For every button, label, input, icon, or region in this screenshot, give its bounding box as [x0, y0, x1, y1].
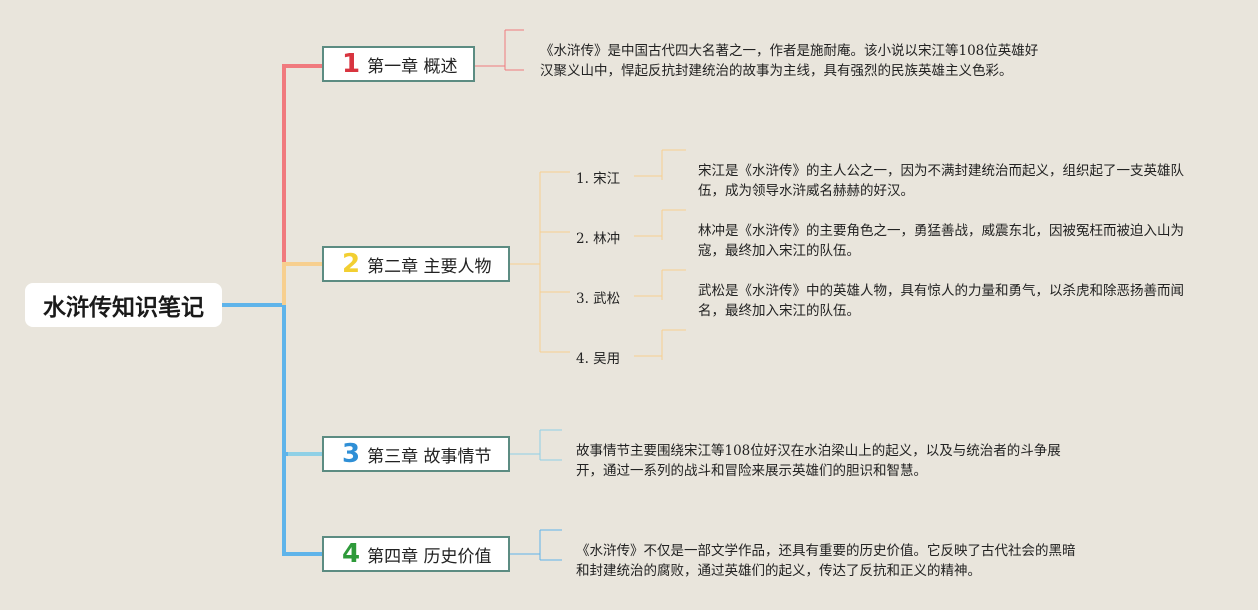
- ch3-note-link: [510, 429, 562, 461]
- person3-link: [634, 269, 686, 300]
- person-node-1[interactable]: 1. 宋江: [576, 171, 621, 187]
- chapter-4-number-icon: 4: [342, 539, 361, 569]
- ch4-note-link: [510, 529, 562, 561]
- chapter-2-node[interactable]: 2 第二章 主要人物: [322, 246, 510, 282]
- branch-ch4: [282, 305, 322, 556]
- person-node-2[interactable]: 2. 林冲: [576, 231, 621, 247]
- person-1-desc: 宋江是《水浒传》的主人公之一，因为不满封建统治而起义，组织起了一支英雄队伍，成为…: [698, 163, 1184, 199]
- branch-ch1: [282, 64, 322, 305]
- person1-link: [634, 149, 686, 180]
- chapter-2-number-icon: 2: [342, 249, 361, 279]
- chapter-1-number-icon: 1: [342, 49, 361, 79]
- branch-ch2: [282, 262, 322, 305]
- chapter-3-node[interactable]: 3 第三章 故事情节: [322, 436, 510, 472]
- person-node-4[interactable]: 4. 吴用: [576, 351, 621, 367]
- chapter-3-label: 第三章 故事情节: [367, 446, 492, 467]
- chapter-3-number-icon: 3: [342, 439, 361, 469]
- ch2-children-link: [510, 171, 570, 353]
- person4-link: [634, 329, 686, 360]
- chapter-4-note: 《水浒传》不仅是一部文学作品，还具有重要的历史价值。它反映了古代社会的黑暗和封建…: [576, 543, 1076, 579]
- root-title: 水浒传知识笔记: [43, 295, 204, 321]
- chapter-1-node[interactable]: 1 第一章 概述: [322, 46, 475, 82]
- person-node-3[interactable]: 3. 武松: [576, 291, 621, 307]
- chapter-1-label: 第一章 概述: [367, 56, 458, 77]
- root-node[interactable]: 水浒传知识笔记: [25, 283, 222, 327]
- chapter-3-note: 故事情节主要围绕宋江等108位好汉在水泊梁山上的起义，以及与统治者的斗争展开，通…: [576, 443, 1061, 479]
- person-3-desc: 武松是《水浒传》中的英雄人物，具有惊人的力量和勇气，以杀虎和除恶扬善而闻名，最终…: [698, 283, 1184, 319]
- chapter-4-label: 第四章 历史价值: [367, 546, 492, 567]
- chapter-4-node[interactable]: 4 第四章 历史价值: [322, 536, 510, 572]
- chapter-1-note: 《水浒传》是中国古代四大名著之一，作者是施耐庵。该小说以宋江等108位英雄好汉聚…: [540, 43, 1039, 79]
- ch1-note-link: [475, 29, 524, 71]
- branch-ch3: [282, 305, 322, 456]
- chapter-2-label: 第二章 主要人物: [367, 256, 492, 277]
- person-2-desc: 林冲是《水浒传》的主要角色之一，勇猛善战，威震东北，因被冤枉而被迫入山为寇，最终…: [698, 223, 1184, 259]
- person2-link: [634, 209, 686, 240]
